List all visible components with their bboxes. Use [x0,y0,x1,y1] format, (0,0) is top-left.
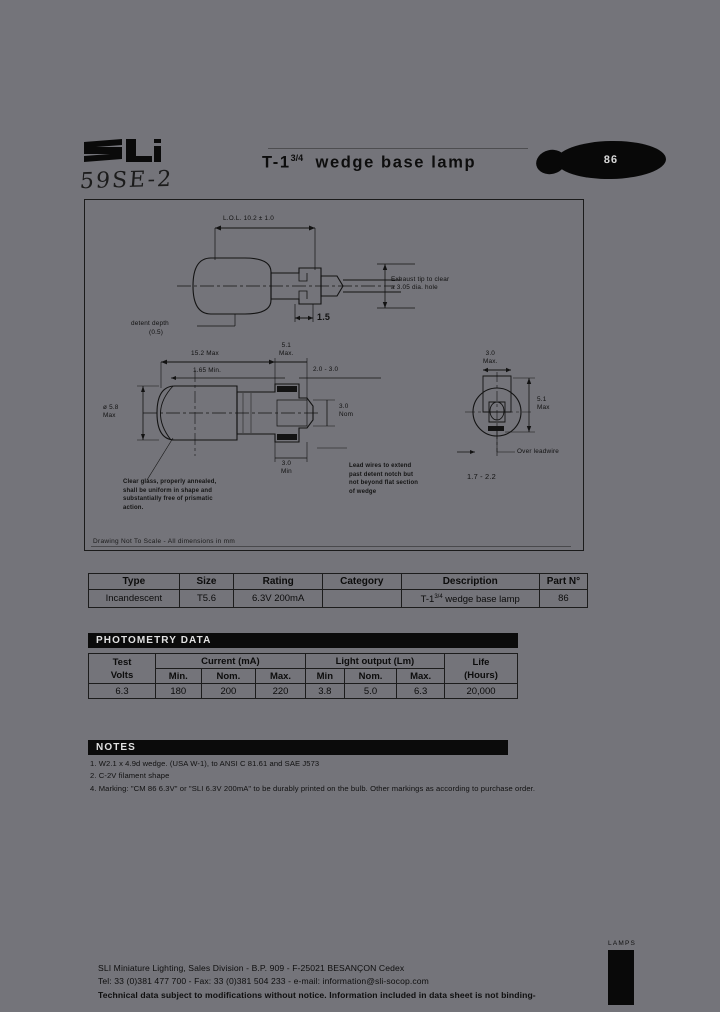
notes-list: 1. W2.1 x 4.9d wedge. (USA W-1), to ANSI… [90,758,560,795]
dim-lower-min: 3.0 Min [281,460,292,475]
table-row: 6.3 180 200 220 3.8 5.0 6.3 20,000 [88,683,518,699]
label-over-leadwire: Over leadwire [517,448,560,455]
lamps-block [608,950,634,1005]
label-detent-depth-value: (0.5) [149,329,164,336]
col-header-light-output: Light output (Lm) [304,653,446,669]
description-prefix: T-1 [420,594,435,606]
photometry-section-header: PHOTOMETRY DATA [88,633,518,648]
col-header-part-number: Part N° [538,573,589,590]
cell-description: T-13/4 wedge base lamp [400,588,540,609]
dim-max-length: 15.2 Max [191,350,219,357]
cell-size: T5.6 [178,588,235,609]
col-header-category: Category [322,573,402,590]
col-header-life: Life (Hours) [444,653,518,684]
specification-table: Type Size Rating Category Description Pa… [88,573,589,609]
title-rest: wedge base lamp [315,153,477,172]
dim-detent: 1.5 [317,312,331,322]
col-header-type: Type [88,573,180,590]
drawing-scale-note: Drawing Not To Scale - All dimensions in… [93,538,236,545]
cell-current-max: 220 [255,683,306,699]
note-clear-glass: Clear glass, properly annealed, shall be… [123,479,217,512]
note-item-3: 4. Marking: "CM 86 6.3V" or "SLI 6.3V 20… [90,783,536,793]
description-fraction: 3/4 [434,594,443,600]
dim-end-top: 3.0 Max. [483,350,498,365]
title-main: T-1 [262,153,291,172]
title-fraction: 3/4 [290,153,304,163]
technical-drawing [137,225,535,481]
page-footer: SLI Miniature Lighting, Sales Division -… [98,962,618,1002]
cell-life: 20,000 [444,683,518,699]
footer-disclaimer: Technical data subject to modifications … [98,989,536,1000]
notes-section-header: NOTES [88,740,508,755]
cell-type: Incandescent [88,588,180,609]
note-lead-wires: Lead wires to extend past detent notch b… [349,463,419,496]
life-label-line1: Life [472,656,490,668]
note-item-2: 2. C-2V filament shape [90,771,170,781]
lamps-label: LAMPS [608,940,637,947]
cell-test-volts: 6.3 [88,683,156,699]
page-title: T-13/4 wedge base lamp [262,153,476,173]
handwritten-code: 59SE-2 [78,166,175,195]
sli-logo [82,136,162,166]
note-item-1: 1. W2.1 x 4.9d wedge. (USA W-1), to ANSI… [90,759,320,768]
photometry-sub-header-row: Min. Nom. Max. Min Nom. Max. [89,668,518,684]
col-header-current-min: Min. [155,668,202,684]
cell-rating: 6.3V 200mA [233,588,324,609]
dim-end-side: 5.1 Max [537,396,550,411]
photometry-table: Test Volts Current (mA) Light output (Lm… [88,653,518,699]
part-number-badge: 86 [555,140,667,180]
test-label-line2: Volts [110,669,134,681]
cell-category [322,588,402,609]
dim-width-nominal: 3.0 Nom [339,403,354,418]
dim-base-height: 5.1 Max. [279,342,294,357]
page-header: 59SE-2 T-13/4 wedge base lamp 86 [0,0,720,200]
col-header-description: Description [400,573,540,590]
col-header-test-volts: Test Volts [88,653,156,684]
life-label-line2: (Hours) [464,669,498,681]
col-header-rating: Rating [233,573,324,590]
title-underline [268,148,528,149]
label-detent-depth: detent depth [131,320,169,327]
col-header-current-max: Max. [255,668,306,684]
col-header-current: Current (mA) [155,653,306,669]
col-header-light-nom: Nom. [343,668,398,684]
col-header-size: Size [178,573,235,590]
description-rest: wedge base lamp [442,594,520,606]
footer-address: SLI Miniature Lighting, Sales Division -… [98,963,405,973]
dim-overall-length: L.O.L. 10.2 ± 1.0 [223,215,274,222]
cell-light-max: 6.3 [396,683,445,699]
cell-current-min: 180 [155,683,202,699]
cell-current-nom: 200 [200,683,257,699]
cell-light-min: 3.8 [304,683,345,699]
cell-part-number: 86 [538,588,589,609]
col-header-light-min: Min [304,668,345,684]
note-exhaust-clearance: Exhaust tip to clear a 3.05 dia. hole [391,276,450,291]
dim-range: 2.0 - 3.0 [313,366,339,373]
photometry-group-header-row: Test Volts Current (mA) Light output (Lm… [88,653,518,684]
col-header-light-max: Max. [396,668,445,684]
dim-bulb-diameter: ø 5.8 Max [103,404,119,419]
technical-drawing-box: L.O.L. 10.2 ± 1.0 1.5 detent depth (0.5)… [84,199,584,551]
footer-contact: Tel: 33 (0)381 477 700 - Fax: 33 (0)381 … [98,976,429,987]
col-header-current-nom: Nom. [200,668,257,684]
test-label-line1: Test [112,656,132,668]
drawing-note-rule [91,546,571,547]
dim-min-length: 1.65 Min. [193,367,222,374]
table-header-row: Type Size Rating Category Description Pa… [88,573,589,590]
dim-end-bottom: 1.7 - 2.2 [467,472,496,481]
cell-light-nom: 5.0 [343,683,398,699]
table-row: Incandescent T5.6 6.3V 200mA T-13/4 wedg… [88,588,589,609]
